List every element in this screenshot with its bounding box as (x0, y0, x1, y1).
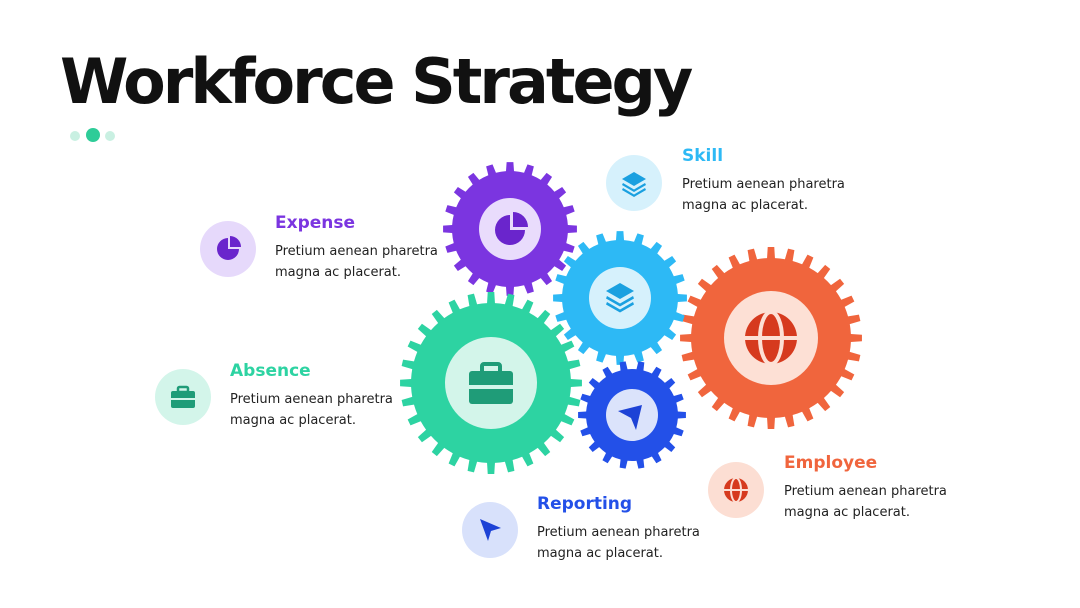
expense-desc-line: Pretium aenean pharetra (275, 244, 438, 259)
skill-description: Pretium aenean pharetra magna ac placera… (682, 174, 852, 216)
dot-indicator (70, 131, 80, 141)
slide-title: Workforce Strategy (60, 45, 693, 118)
reporting-desc-line: Pretium aenean pharetra (537, 525, 700, 540)
employee-icon-circle (708, 462, 764, 518)
absence-desc-line: magna ac placerat. (230, 413, 356, 428)
skill-title: Skill (682, 146, 724, 166)
employee-desc-line: Pretium aenean pharetra (784, 484, 947, 499)
reporting-description: Pretium aenean pharetra magna ac placera… (537, 522, 707, 564)
pie-chart-icon (217, 236, 241, 260)
absence-desc-line: Pretium aenean pharetra (230, 392, 393, 407)
briefcase-icon (469, 362, 513, 404)
absence-title: Absence (230, 361, 311, 381)
employee-desc-line: magna ac placerat. (784, 505, 910, 520)
skill-icon-circle (606, 155, 662, 211)
expense-icon-circle (200, 221, 256, 277)
expense-title: Expense (275, 213, 356, 233)
navigation-arrow-icon (480, 519, 501, 541)
pie-chart-icon (495, 212, 528, 245)
reporting-icon-circle (462, 502, 518, 558)
absence-description: Pretium aenean pharetra magna ac placera… (230, 389, 400, 431)
expense-desc-line: magna ac placerat. (275, 265, 401, 280)
employee-description: Pretium aenean pharetra magna ac placera… (784, 481, 954, 523)
dot-indicator (105, 131, 115, 141)
reporting-title: Reporting (537, 494, 633, 514)
globe-icon (745, 310, 797, 366)
reporting-desc-line: magna ac placerat. (537, 546, 663, 561)
skill-desc-line: magna ac placerat. (682, 198, 808, 213)
employee-title: Employee (784, 453, 878, 473)
briefcase-icon (171, 385, 195, 408)
layers-icon (622, 172, 646, 197)
navigation-arrow-icon (618, 405, 642, 430)
skill-desc-line: Pretium aenean pharetra (682, 177, 845, 192)
expense-description: Pretium aenean pharetra magna ac placera… (275, 241, 445, 283)
layers-icon (606, 283, 634, 313)
dot-indicator-active (86, 128, 100, 142)
absence-icon-circle (155, 369, 211, 425)
globe-icon (724, 477, 748, 503)
